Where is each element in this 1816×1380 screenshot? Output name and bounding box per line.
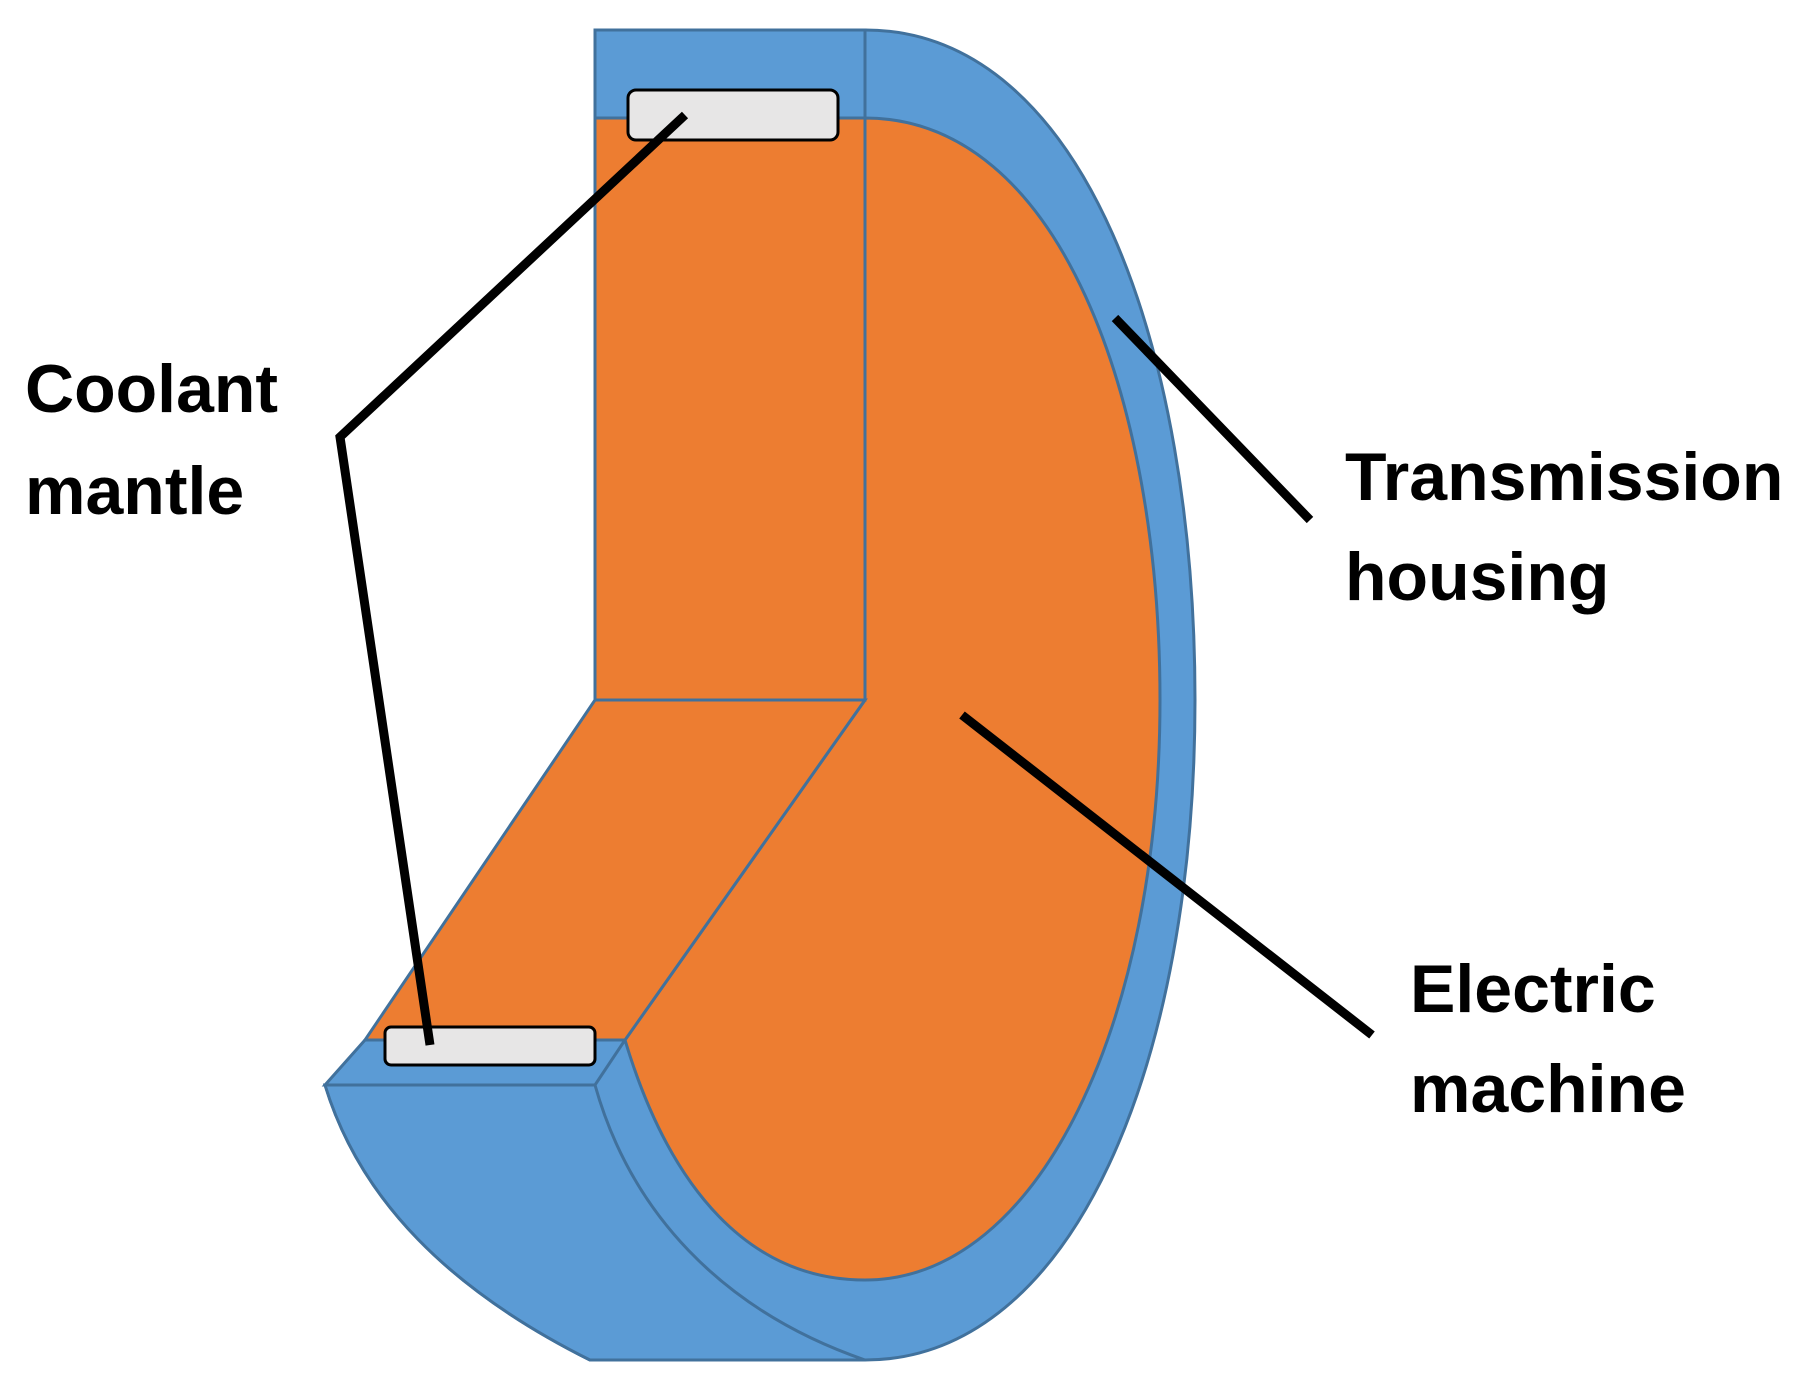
machine-top-face bbox=[593, 116, 867, 702]
coolant-mantle-label-line-1: Coolant bbox=[25, 351, 278, 427]
electric-machine-label: Electric machine bbox=[1410, 951, 1686, 1127]
coolant-mantle-label: Coolant mantle bbox=[25, 351, 297, 529]
electric-machine-label-line-1: Electric bbox=[1410, 951, 1656, 1027]
leader-lines bbox=[335, 111, 1375, 1046]
machine-side-ellipse bbox=[623, 116, 1162, 1282]
coolant-mantle-label-line-2: mantle bbox=[25, 453, 244, 529]
coolant-mantle-bottom bbox=[383, 1025, 597, 1067]
transmission-housing-label-line-2: housing bbox=[1345, 539, 1609, 615]
housing-leader-line bbox=[1111, 314, 1314, 524]
housing-front-face bbox=[322, 1083, 866, 1362]
transmission-housing-label-line-1: Transmission bbox=[1345, 439, 1783, 515]
coolant-leader-line bbox=[335, 111, 689, 1046]
machine-leader-line bbox=[959, 711, 1375, 1039]
transmission-housing-label: Transmission housing bbox=[1345, 439, 1802, 615]
coolant-mantle-top bbox=[626, 88, 840, 142]
machine-bevel-face bbox=[362, 698, 868, 1042]
electric-machine-label-line-2: machine bbox=[1410, 1051, 1686, 1127]
electric-machine-shape bbox=[362, 116, 1162, 1282]
